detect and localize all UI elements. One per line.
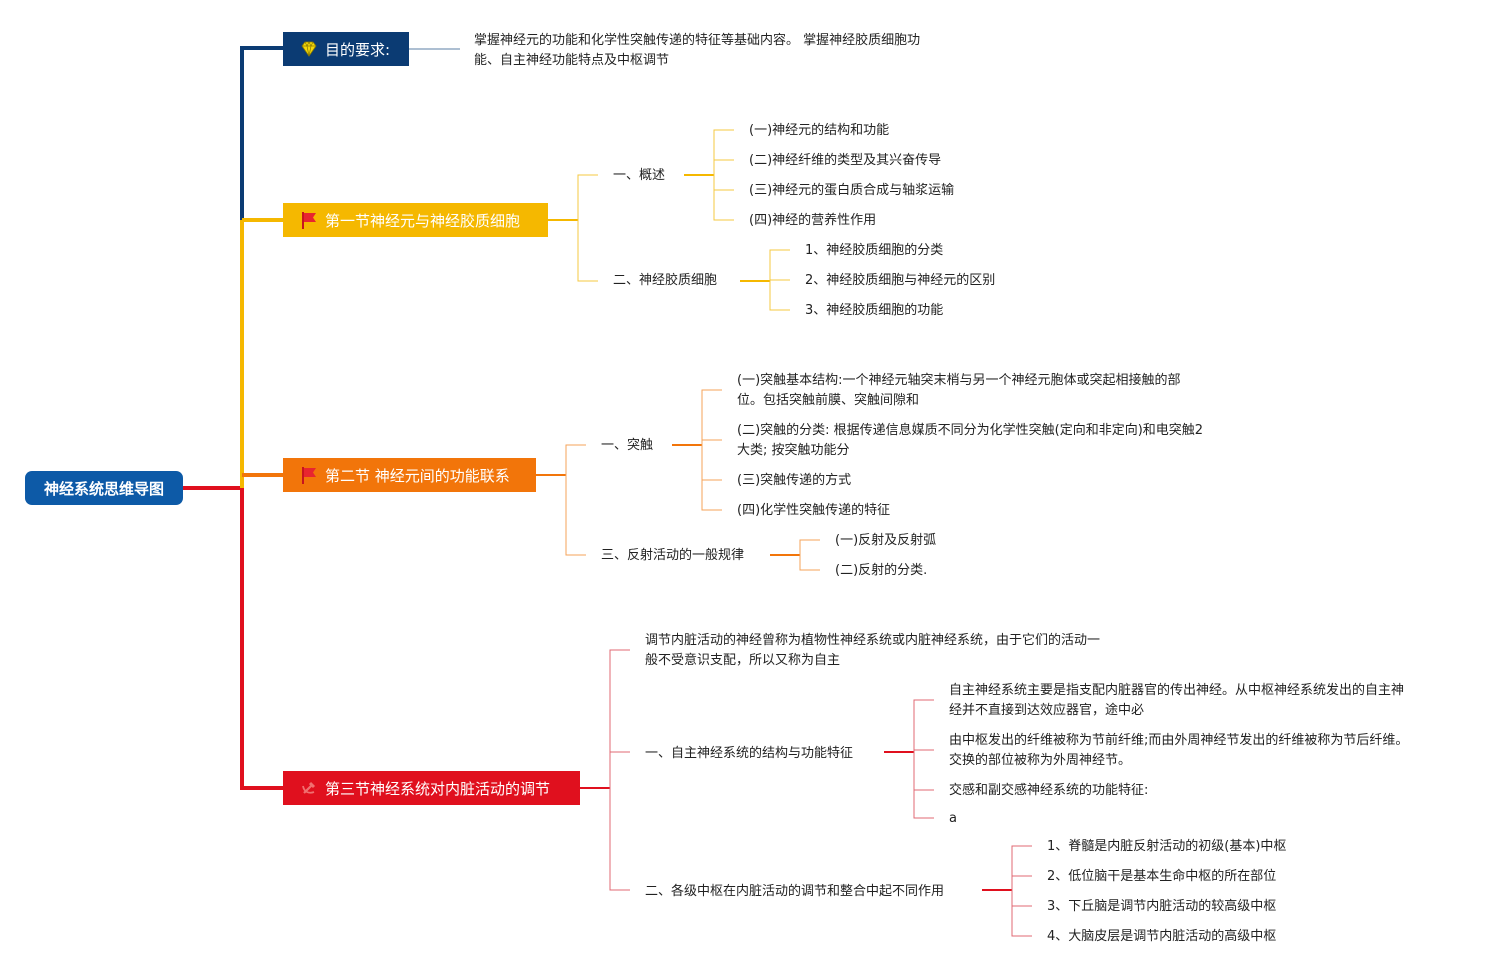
- flag-icon: [302, 467, 316, 484]
- s3-b1-item-1-line1[interactable]: 自主神经系统主要是指支配内脏器官的传出神经。从中枢神经系统发出的自主神: [949, 683, 1405, 698]
- section-1-node[interactable]: 第一节神经元与神经胶质细胞: [283, 203, 548, 237]
- goal-node[interactable]: 目的要求:: [283, 32, 409, 66]
- s1-b1-item-1[interactable]: (一)神经元的结构和功能: [749, 123, 890, 138]
- s2-b1-item-4[interactable]: (四)化学性突触传递的特征: [737, 503, 891, 518]
- section-2-label: 第二节 神经元间的功能联系: [325, 466, 510, 485]
- section-3-label: 第三节神经系统对内脏活动的调节: [325, 779, 551, 798]
- s1-b1-item-2[interactable]: (二)神经纤维的类型及其兴奋传导: [749, 153, 942, 168]
- goal-text-line2: 能、自主神经功能特点及中枢调节: [474, 53, 670, 68]
- s1-b2-item-1[interactable]: 1、神经胶质细胞的分类: [805, 243, 944, 258]
- s3-intro-line2[interactable]: 般不受意识支配，所以又称为自主: [645, 653, 841, 668]
- s3-b2-item-3[interactable]: 3、下丘脑是调节内脏活动的较高级中枢: [1047, 899, 1277, 914]
- s2-b1-item-1-line2[interactable]: 位。包括突触前膜、突触间隙和: [737, 393, 920, 408]
- s1-b2-item-3[interactable]: 3、神经胶质细胞的功能: [805, 303, 944, 318]
- s2-b1-item-2-line2[interactable]: 大类; 按突触功能分: [737, 443, 850, 458]
- s3-b1-item-2-line1[interactable]: 由中枢发出的纤维被称为节前纤维;而由外周神经节发出的纤维被称为节后纤维。: [949, 733, 1409, 748]
- s3-b1-item-4[interactable]: a: [949, 811, 957, 826]
- s2-b2-item-2[interactable]: (二)反射的分类.: [835, 563, 928, 578]
- s1-b1-item-3[interactable]: (三)神经元的蛋白质合成与轴浆运输: [749, 183, 955, 198]
- s3-branch-1[interactable]: 一、自主神经系统的结构与功能特征: [645, 746, 854, 761]
- s3-b2-item-1[interactable]: 1、脊髓是内脏反射活动的初级(基本)中枢: [1047, 839, 1287, 854]
- s3-b2-item-2[interactable]: 2、低位脑干是基本生命中枢的所在部位: [1047, 869, 1277, 884]
- s3-b1-item-1-line2[interactable]: 经并不直接到达效应器官，途中必: [949, 703, 1145, 718]
- goal-label: 目的要求:: [325, 40, 391, 59]
- section-1-label: 第一节神经元与神经胶质细胞: [325, 211, 521, 230]
- s2-branch-2[interactable]: 三、反射活动的一般规律: [601, 548, 745, 563]
- section-3-node[interactable]: 第三节神经系统对内脏活动的调节: [283, 771, 580, 805]
- s1-branch-2[interactable]: 二、神经胶质细胞: [613, 273, 718, 288]
- s3-branch-2[interactable]: 二、各级中枢在内脏活动的调节和整合中起不同作用: [645, 884, 945, 899]
- s1-branch-1[interactable]: 一、概述: [613, 168, 666, 183]
- s3-b1-item-3[interactable]: 交感和副交感神经系统的功能特征:: [949, 783, 1149, 798]
- s2-b1-item-3[interactable]: (三)突触传递的方式: [737, 473, 852, 488]
- s2-b2-item-1[interactable]: (一)反射及反射弧: [835, 533, 937, 548]
- s2-branch-1[interactable]: 一、突触: [601, 438, 654, 453]
- s1-b1-item-4[interactable]: (四)神经的营养性作用: [749, 213, 877, 228]
- flag-icon: [302, 212, 316, 229]
- s3-b2-item-4[interactable]: 4、大脑皮层是调节内脏活动的高级中枢: [1047, 929, 1277, 944]
- root-node[interactable]: 神经系统思维导图: [25, 471, 183, 505]
- s2-b1-item-2-line1[interactable]: (二)突触的分类: 根据传递信息媒质不同分为化学性突触(定向和非定向)和电突触2: [737, 423, 1204, 438]
- s2-b1-item-1-line1[interactable]: (一)突触基本结构:一个神经元轴突末梢与另一个神经元胞体或突起相接触的部: [737, 373, 1181, 388]
- diamond-icon: [301, 41, 317, 57]
- hammer-sickle-icon: [302, 781, 316, 794]
- s3-b1-item-2-line2[interactable]: 交换的部位被称为外周神经节。: [949, 753, 1132, 768]
- s1-b2-item-2[interactable]: 2、神经胶质细胞与神经元的区别: [805, 273, 996, 288]
- goal-text-line1: 掌握神经元的功能和化学性突触传递的特征等基础内容。 掌握神经胶质细胞功: [474, 33, 921, 48]
- s3-intro-line1[interactable]: 调节内脏活动的神经曾称为植物性神经系统或内脏神经系统，由于它们的活动一: [645, 633, 1101, 648]
- section-2-node[interactable]: 第二节 神经元间的功能联系: [283, 458, 536, 492]
- root-label: 神经系统思维导图: [43, 479, 164, 498]
